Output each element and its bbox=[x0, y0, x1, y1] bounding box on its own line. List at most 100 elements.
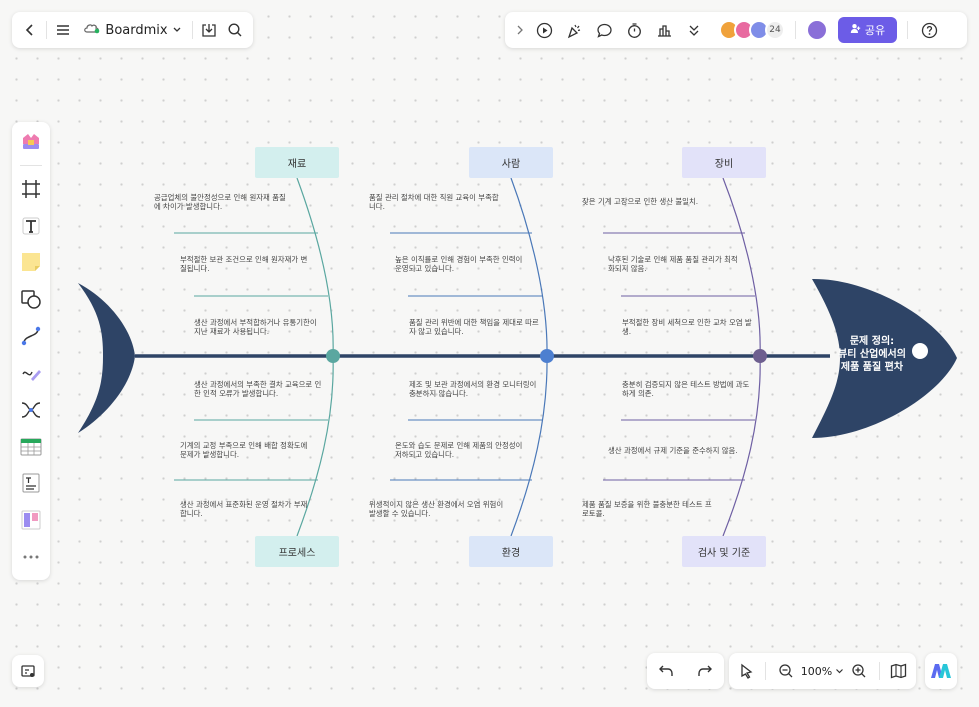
collaborator-count: 24 bbox=[765, 20, 785, 40]
cause-note[interactable]: 품질 관리 절차에 대한 직원 교육이 부족합니다. bbox=[369, 193, 499, 211]
branch-people bbox=[510, 177, 548, 357]
zoom-controls: 100% bbox=[729, 653, 916, 689]
category-materials[interactable]: 재료 bbox=[255, 147, 339, 178]
shape-icon[interactable] bbox=[16, 285, 46, 313]
cause-note[interactable]: 높은 이직률로 인해 경험이 부족한 인력이 운영되고 있습니다. bbox=[395, 255, 523, 273]
redo-icon[interactable] bbox=[697, 663, 713, 679]
cause-note[interactable]: 위생적이지 않은 생산 환경에서 오염 위험이 발생할 수 있습니다. bbox=[369, 500, 504, 518]
save-download-icon[interactable] bbox=[198, 17, 218, 43]
branch-materials bbox=[296, 177, 334, 357]
branch-environment bbox=[510, 355, 548, 537]
collaborator-avatars[interactable]: 24 bbox=[719, 20, 785, 40]
divider bbox=[46, 21, 48, 39]
share-button[interactable]: 공유 bbox=[838, 17, 897, 43]
chevron-down-icon bbox=[172, 23, 182, 38]
history-controls bbox=[647, 653, 724, 689]
divider bbox=[907, 21, 908, 39]
ai-assistant-button[interactable] bbox=[925, 653, 957, 689]
kanban-icon[interactable] bbox=[16, 506, 46, 534]
cause-note[interactable]: 부적절한 보관 조건으로 인해 원자재가 변질됩니다. bbox=[180, 255, 308, 273]
add-user-icon bbox=[850, 23, 861, 37]
problem-line: 제품 품질 편차 bbox=[840, 362, 904, 373]
minimap-icon[interactable] bbox=[12, 655, 44, 687]
cause-note[interactable]: 충분히 검증되지 않은 테스트 방법에 과도하게 의존. bbox=[622, 380, 750, 398]
bottom-left-panel bbox=[12, 655, 44, 687]
ai-logo-icon bbox=[925, 653, 957, 689]
branch-inspection bbox=[722, 355, 761, 537]
problem-line: 뷰티 산업에서의 bbox=[838, 349, 906, 360]
table-icon[interactable] bbox=[16, 433, 46, 461]
current-user-avatar[interactable] bbox=[806, 19, 828, 41]
select-pointer-icon[interactable] bbox=[733, 657, 759, 685]
problem-line: 문제 정의: bbox=[849, 336, 895, 347]
cloud-icon bbox=[83, 22, 101, 38]
timer-icon[interactable] bbox=[619, 16, 649, 44]
top-right-toolbar: 24 공유 bbox=[505, 12, 967, 48]
category-environment[interactable]: 환경 bbox=[469, 536, 553, 567]
app-switcher[interactable]: Boardmix bbox=[79, 17, 185, 43]
top-left-toolbar: Boardmix bbox=[12, 12, 253, 48]
comment-icon[interactable] bbox=[589, 16, 619, 44]
fish-eye bbox=[912, 343, 928, 359]
category-process[interactable]: 프로세스 bbox=[255, 536, 339, 567]
fish-tail[interactable] bbox=[78, 283, 135, 433]
collapse-toolbar-icon[interactable] bbox=[511, 16, 529, 44]
junction-node bbox=[753, 349, 767, 363]
cause-note[interactable]: 기계의 교정 부족으로 인해 배합 정확도에 문제가 발생합니다. bbox=[180, 441, 308, 459]
divider bbox=[191, 21, 193, 39]
divider bbox=[20, 164, 42, 166]
help-icon[interactable] bbox=[914, 16, 944, 44]
category-inspection[interactable]: 검사 및 기준 bbox=[682, 536, 766, 567]
zoom-level-dropdown[interactable]: 100% bbox=[799, 665, 846, 678]
junction-node bbox=[540, 349, 554, 363]
zoom-in-icon[interactable] bbox=[846, 657, 872, 685]
divider bbox=[878, 662, 880, 680]
sticky-note-icon[interactable] bbox=[16, 248, 46, 276]
cause-note[interactable]: 생산 과정에서 표준화된 운영 절차가 부재합니다. bbox=[180, 500, 308, 518]
category-people[interactable]: 사람 bbox=[469, 147, 553, 178]
problem-statement[interactable]: 문제 정의: 뷰티 산업에서의 제품 품질 편차 bbox=[826, 335, 918, 374]
cause-note[interactable]: 온도와 습도 문제로 인해 제품의 안정성이 저하되고 있습니다. bbox=[395, 441, 523, 459]
document-icon[interactable] bbox=[16, 470, 46, 498]
left-tool-panel bbox=[12, 122, 50, 580]
templates-icon[interactable] bbox=[16, 128, 46, 156]
text-icon[interactable] bbox=[16, 212, 46, 240]
mindmap-icon[interactable] bbox=[16, 396, 46, 424]
cause-note[interactable]: 제조 및 보관 과정에서의 환경 모니터링이 충분하지 않습니다. bbox=[409, 380, 537, 398]
app-name: Boardmix bbox=[105, 22, 168, 38]
cause-note[interactable]: 생산 과정에서의 부족한 결차 교육으로 인한 인적 오류가 발생합니다. bbox=[194, 380, 322, 398]
celebrate-icon[interactable] bbox=[559, 16, 589, 44]
cause-note[interactable]: 낙후된 기술로 인해 제품 품질 관리가 최적화되지 않음. bbox=[608, 255, 738, 273]
undo-icon[interactable] bbox=[658, 663, 674, 679]
cause-note[interactable]: 제품 품질 보증을 위한 불충분한 테스트 프로토콜. bbox=[582, 500, 712, 518]
more-tools-icon[interactable] bbox=[16, 543, 46, 571]
cause-note[interactable]: 공급업체의 불안정성으로 인해 원자재 품질에 차이가 발생합니다. bbox=[154, 193, 286, 211]
chevron-down-icon bbox=[835, 665, 844, 678]
pen-icon[interactable] bbox=[16, 359, 46, 387]
cause-note[interactable]: 잦은 기계 고장으로 인한 생산 불일치. bbox=[582, 197, 699, 206]
share-label: 공유 bbox=[864, 24, 886, 37]
cause-note[interactable]: 품질 관리 위반에 대한 책임을 제대로 따르지 않고 있습니다. bbox=[409, 318, 539, 336]
frame-icon[interactable] bbox=[16, 175, 46, 203]
present-play-icon[interactable] bbox=[529, 16, 559, 44]
zoom-out-icon[interactable] bbox=[772, 657, 798, 685]
category-equipment[interactable]: 장비 bbox=[682, 147, 766, 178]
back-icon[interactable] bbox=[20, 17, 40, 43]
cause-note[interactable]: 부적절한 장비 세척으로 인한 교차 오염 발생. bbox=[622, 318, 752, 336]
more-chevrons-icon[interactable] bbox=[679, 16, 709, 44]
junction-node bbox=[326, 349, 340, 363]
cause-note[interactable]: 생산 과정에서 부적합하거나 유통기한이 지난 재료가 사용됩니다. bbox=[194, 318, 317, 336]
menu-icon[interactable] bbox=[53, 17, 73, 43]
divider bbox=[765, 662, 767, 680]
zoom-level: 100% bbox=[800, 664, 833, 678]
map-view-icon[interactable] bbox=[886, 657, 912, 685]
branch-equipment bbox=[722, 177, 761, 357]
vote-icon[interactable] bbox=[649, 16, 679, 44]
divider bbox=[795, 21, 796, 39]
connector-icon[interactable] bbox=[16, 322, 46, 350]
branch-process bbox=[296, 355, 334, 537]
cause-note[interactable]: 생산 과정에서 규제 기준을 준수하지 않음. bbox=[608, 446, 738, 455]
fish-head[interactable] bbox=[812, 278, 957, 438]
search-icon[interactable] bbox=[225, 17, 245, 43]
